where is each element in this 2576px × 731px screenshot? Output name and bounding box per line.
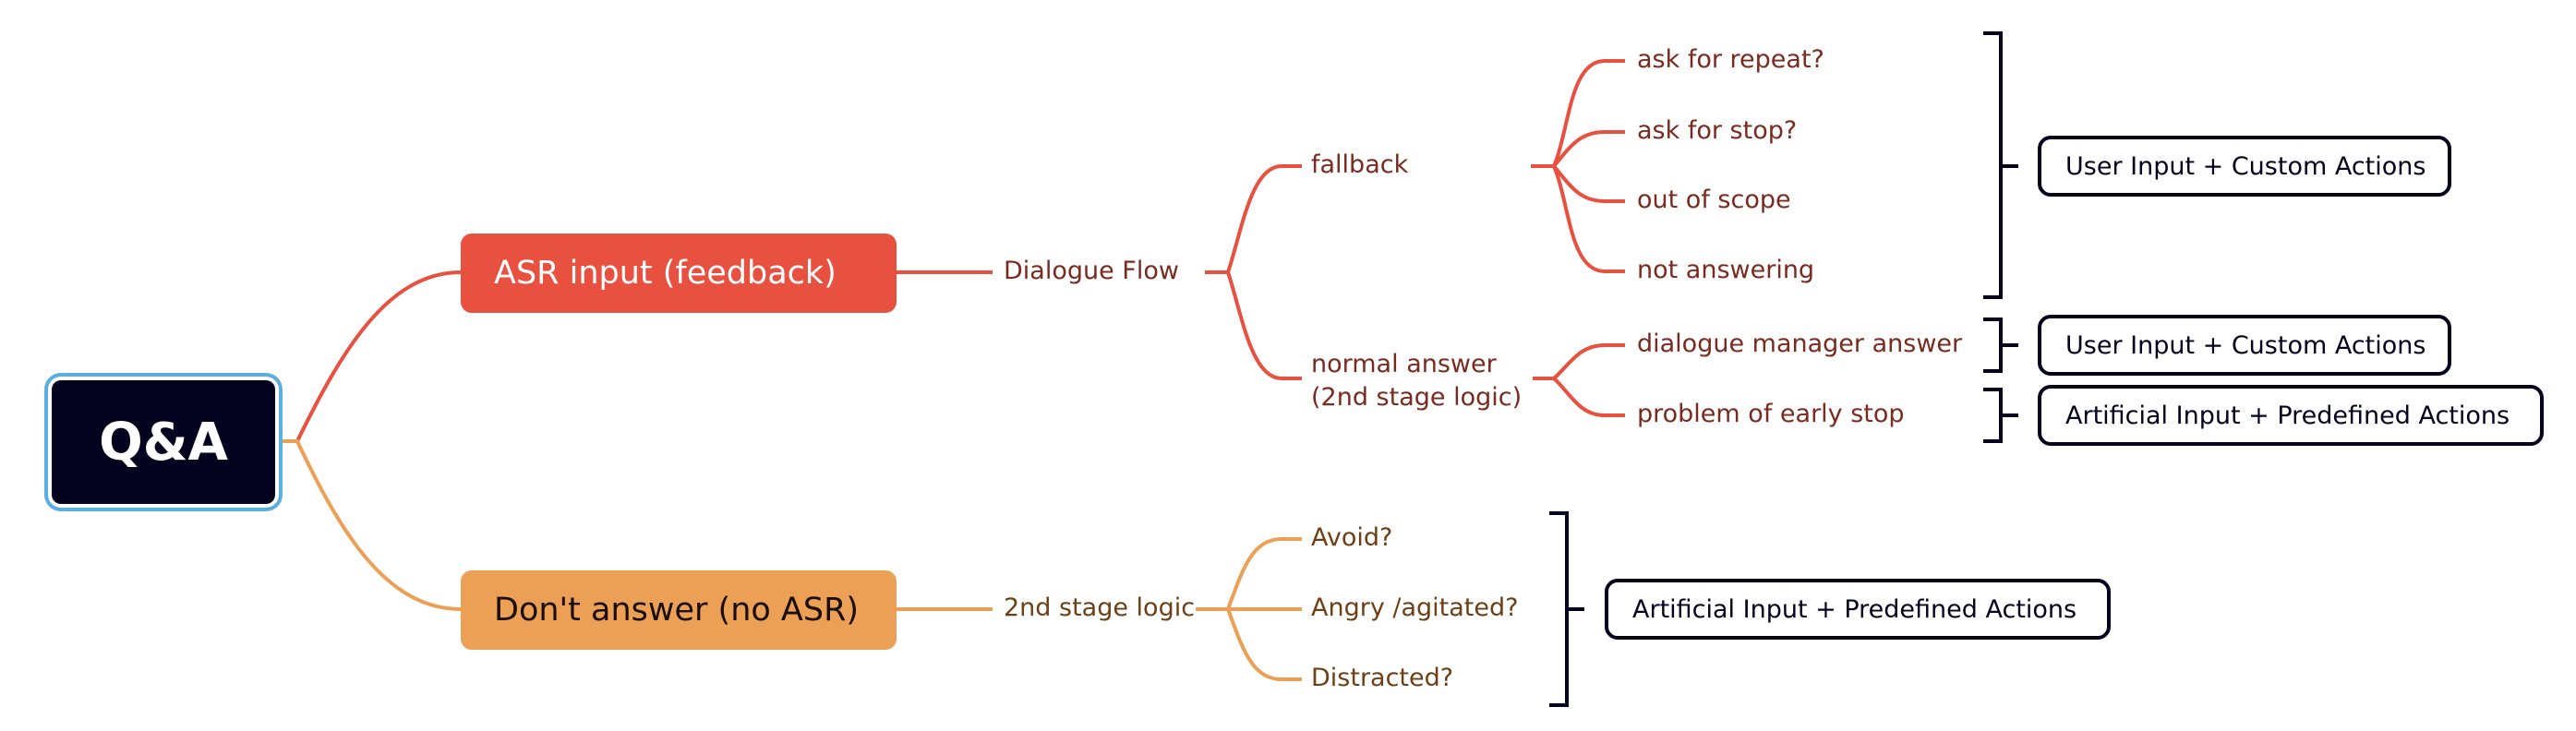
summary-box-no-asr[interactable]: Artificial Input + Predefined Actions [1605, 579, 2111, 640]
node-normal-answer-line1: normal answer [1311, 350, 1497, 378]
connector-normal-2 [1552, 377, 1625, 417]
summary-box-early-stop-label: Artificial Input + Predefined Actions [2065, 401, 2510, 430]
node-distracted[interactable]: Distracted? [1311, 664, 1454, 692]
connector-fb-2 [1552, 130, 1625, 168]
connector-root-asr [277, 270, 462, 443]
summary-box-dialogue-manager-label: User Input + Custom Actions [2065, 330, 2426, 360]
node-ask-stop[interactable]: ask for stop? [1637, 116, 1798, 145]
node-second-stage-logic[interactable]: 2nd stage logic [1004, 593, 1196, 622]
node-normal-answer[interactable]: normal answer (2nd stage logic) [1311, 348, 1522, 414]
summary-box-early-stop[interactable]: Artificial Input + Predefined Actions [2038, 385, 2544, 446]
bracket-early-stop [1983, 388, 2018, 443]
node-not-answering[interactable]: not answering [1637, 256, 1815, 284]
bracket-dialogue-manager [1983, 318, 2018, 373]
node-out-of-scope[interactable]: out of scope [1637, 186, 1791, 214]
connector-fb-3 [1552, 164, 1625, 203]
branch-noasr-label: Don't answer (no ASR) [494, 592, 860, 629]
branch-noasr-node[interactable]: Don't answer (no ASR) [461, 570, 897, 650]
root-node[interactable]: Q&A [52, 380, 275, 504]
bracket-fallback [1983, 31, 2018, 299]
node-ask-repeat[interactable]: ask for repeat? [1637, 45, 1824, 74]
summary-box-fallback[interactable]: User Input + Custom Actions [2038, 136, 2451, 197]
branch-asr-label: ASR input (feedback) [494, 255, 837, 292]
connector-normal-1 [1552, 343, 1625, 380]
connector-to-normal [1226, 271, 1302, 380]
summary-box-no-asr-label: Artificial Input + Predefined Actions [1632, 594, 2077, 624]
branch-asr-node[interactable]: ASR input (feedback) [461, 234, 897, 313]
summary-box-fallback-label: User Input + Custom Actions [2065, 151, 2426, 181]
bracket-no-asr [1549, 511, 1584, 707]
root-label: Q&A [99, 412, 228, 473]
connector-to-fallback [1226, 164, 1302, 273]
connector-fb-4 [1552, 165, 1625, 273]
node-dialogue-manager-answer[interactable]: dialogue manager answer [1637, 330, 1963, 358]
node-normal-answer-line2: (2nd stage logic) [1311, 383, 1523, 412]
connector-root-noasr [277, 439, 462, 611]
connector-stage-1 [1226, 537, 1302, 610]
connector-stage-3 [1226, 608, 1302, 681]
node-problem-early-stop[interactable]: problem of early stop [1637, 400, 1905, 428]
summary-box-dialogue-manager[interactable]: User Input + Custom Actions [2038, 315, 2451, 376]
node-dialogue-flow[interactable]: Dialogue Flow [1004, 257, 1179, 285]
node-fallback[interactable]: fallback [1311, 150, 1409, 179]
node-angry-agitated[interactable]: Angry /agitated? [1311, 593, 1519, 622]
node-avoid[interactable]: Avoid? [1311, 523, 1393, 552]
connector-fb-1 [1552, 59, 1625, 167]
